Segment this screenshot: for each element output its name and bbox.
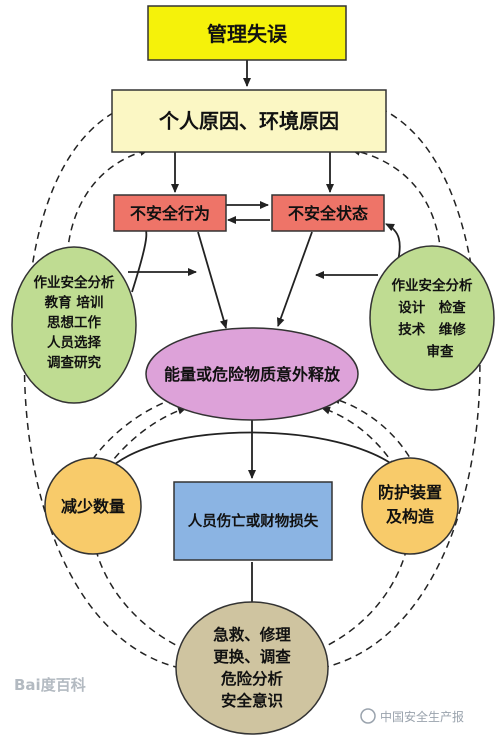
reduce-quantity-label: 减少数量 [61, 497, 125, 516]
arrow-act-to-release [197, 231, 228, 329]
personal-env-causes-label: 个人原因、环境原因 [158, 109, 339, 133]
dashed-aftermath-to-reduce [87, 517, 187, 651]
node-unsafe-condition: 不安全状态 [271, 194, 385, 232]
watermark-left: Bai度百科 [14, 676, 86, 694]
watermark-right-text: 中国安全生产报 [380, 709, 464, 724]
unsafe-condition-label: 不安全状态 [288, 204, 368, 223]
left-measure-line: 教育 培训 [45, 294, 104, 311]
right-measure-line: 技术 维修 [398, 321, 466, 338]
node-right-measures: 作业安全分析 设计 检查 技术 维修 审查 [369, 245, 495, 391]
protective-device-line: 防护装置 [378, 483, 442, 502]
wechat-icon [360, 708, 376, 724]
left-measure-line: 人员选择 [47, 334, 101, 351]
node-management-error: 管理失误 [147, 5, 347, 61]
arrow-condition-to-release [276, 231, 313, 327]
unsafe-act-label: 不安全行为 [130, 204, 210, 223]
aftermath-line: 急救、修理 [213, 625, 291, 644]
node-personal-env-causes: 个人原因、环境原因 [111, 89, 387, 153]
node-aftermath: 急救、修理 更换、调查 危险分析 安全意识 [175, 601, 329, 735]
injury-loss-label: 人员伤亡或财物损失 [188, 512, 319, 530]
node-reduce-quantity: 减少数量 [44, 457, 142, 555]
arc-barrier [107, 431, 401, 471]
right-measure-line: 作业安全分析 [392, 277, 473, 294]
energy-release-label: 能量或危险物质意外释放 [164, 365, 341, 384]
aftermath-line: 更换、调查 [213, 647, 291, 666]
arrow-left-to-act [131, 220, 148, 293]
left-measure-line: 思想工作 [47, 314, 101, 331]
aftermath-line: 危险分析 [221, 669, 284, 688]
left-measure-line: 调查研究 [47, 354, 101, 371]
right-measure-line: 设计 检查 [398, 299, 466, 316]
management-error-label: 管理失误 [207, 22, 288, 46]
watermark-right: 中国安全生产报 [360, 708, 464, 724]
node-energy-release: 能量或危险物质意外释放 [145, 327, 359, 421]
watermark-left-text: Bai度百科 [14, 676, 86, 694]
node-unsafe-act: 不安全行为 [113, 194, 227, 232]
right-measure-line: 审查 [427, 343, 454, 360]
left-measure-line: 作业安全分析 [34, 274, 115, 291]
node-injury-loss: 人员伤亡或财物损失 [173, 481, 333, 561]
node-protective-device: 防护装置 及构造 [361, 457, 459, 555]
node-left-measures: 作业安全分析 教育 培训 思想工作 人员选择 调查研究 [11, 246, 137, 404]
dashed-aftermath-to-protect [317, 517, 415, 651]
protective-device-line: 及构造 [386, 507, 435, 526]
aftermath-line: 安全意识 [221, 691, 283, 710]
